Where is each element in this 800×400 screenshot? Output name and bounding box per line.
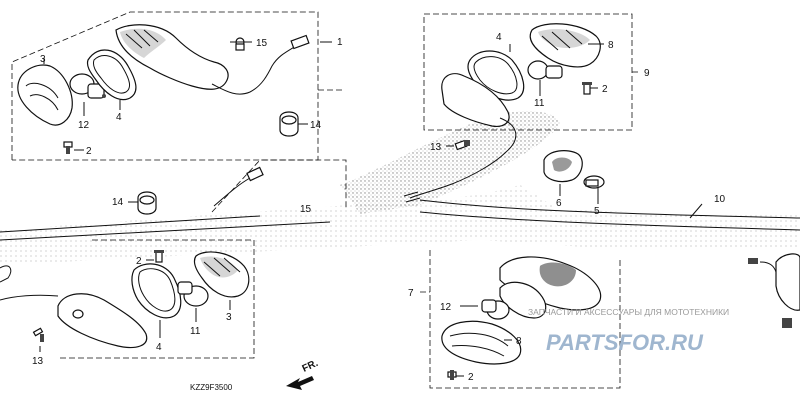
callout-9: 9 [644,68,650,79]
bulb-part-12 [69,73,106,99]
callout-12b: 12 [440,302,452,313]
callout-10: 10 [714,194,726,205]
assembly-front-right [0,239,255,359]
callout-8: 8 [608,40,614,51]
callout-2d: 2 [468,372,474,383]
callout-15b: 15 [300,204,312,215]
direction-label: FR. [301,358,320,375]
callout-2: 2 [86,146,92,157]
callout-3: 3 [40,54,46,65]
housing-part-lower-left [57,293,148,349]
callout-4b: 4 [496,32,502,43]
screw-part-13b [32,327,44,342]
wire-harness-middle [128,159,347,215]
callout-2b: 2 [602,84,608,95]
callout-3b: 3 [226,312,232,323]
diagram-code: KZZ9F3500 [190,383,233,392]
lens-part-3 [17,64,73,126]
right-edge-parts [748,253,800,328]
screw-part-15 [235,37,245,51]
screw-part-2d [447,370,457,380]
callout-13: 13 [430,142,442,153]
watermark-tagline: ЗАПЧАСТИ И АКСЕССУАРЫ ДЛЯ МОТОТЕХНИКИ [528,307,729,317]
callout-labels: 1 2 3 4 12 15 14 4 8 9 2 11 13 6 5 10 14… [32,32,726,383]
callout-5: 5 [594,206,600,217]
bulb-part-12b [481,299,510,320]
assembly-rear-left [420,250,621,389]
callout-14b: 14 [112,197,124,208]
callout-12: 12 [78,120,90,131]
callout-7: 7 [408,288,414,299]
bulb-part-11b [177,281,209,307]
callout-11: 11 [534,98,545,109]
frame-shading [0,110,800,265]
grommet-part-6 [543,150,583,183]
callout-8b: 8 [516,336,522,347]
front-direction-arrow: FR. [286,358,320,390]
callout-4: 4 [116,112,122,123]
bulb-part-11a [527,60,563,80]
screw-part-2b [582,82,592,95]
watermark: ЗАПЧАСТИ И АКСЕССУАРЫ ДЛЯ МОТОТЕХНИКИ PA… [528,307,729,355]
callout-14: 14 [310,120,322,131]
assembly-rear-right [403,13,703,219]
callout-13b: 13 [32,356,44,367]
bolt-part-5 [583,175,605,189]
callout-2c: 2 [136,256,142,267]
grommet-part-14a [279,111,299,137]
housing-part-9 [441,73,510,127]
watermark-logo: PARTSFOR.RU [546,330,704,355]
callout-15: 15 [256,38,268,49]
assembly-front-left [11,11,345,161]
callout-1: 1 [337,37,343,48]
screw-part-13a [454,139,470,151]
screw-part-2a [63,141,73,154]
grommet-part-14b [137,191,157,215]
gasket-part-4 [86,49,137,101]
lens-part-8b [441,320,522,365]
callout-6: 6 [556,198,562,209]
callout-11b: 11 [190,326,201,337]
screw-part-2c [154,250,164,263]
callout-4c: 4 [156,342,162,353]
